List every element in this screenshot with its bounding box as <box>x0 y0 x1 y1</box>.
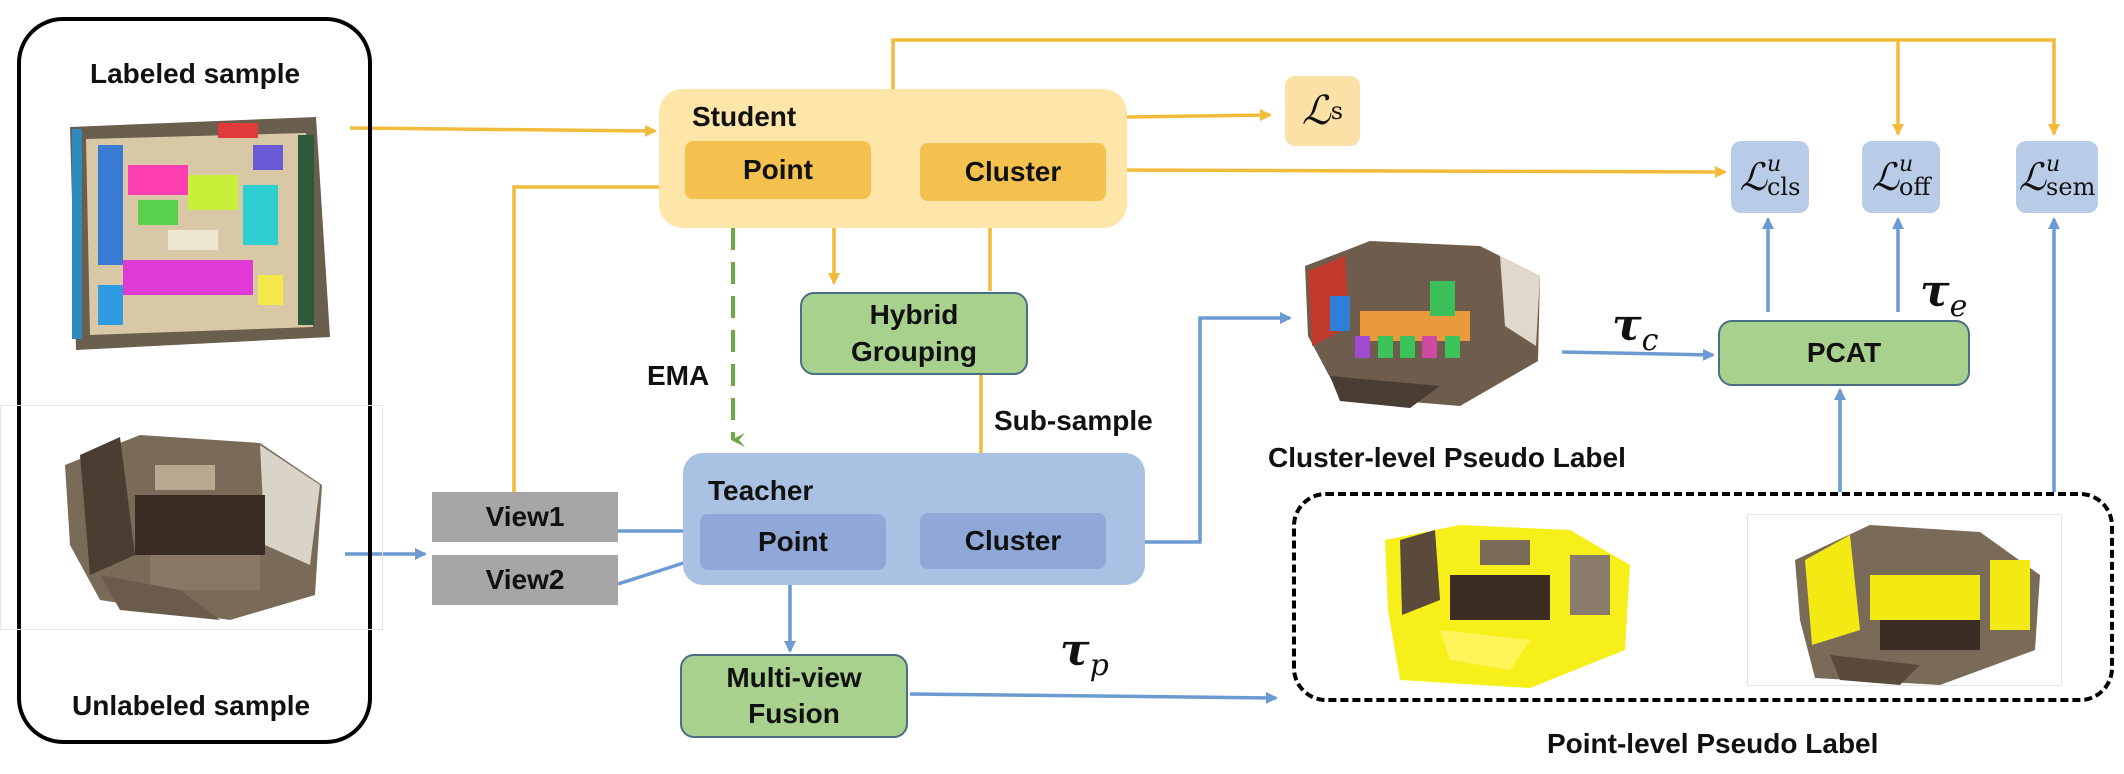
unlabeled-sample-frame <box>0 405 383 630</box>
sub-sample-label: Sub-sample <box>994 405 1153 436</box>
cluster-level-label-text: Cluster-level Pseudo Label <box>1268 442 1626 473</box>
loss-sem-symbol: ℒ <box>2018 155 2047 199</box>
student-title: Student <box>692 101 797 132</box>
loss-off-symbol: ℒ <box>1871 155 1899 199</box>
loss-off-sup: u <box>1898 152 1914 178</box>
multiview-fusion-line2: Fusion <box>748 698 840 729</box>
arrow-cluster-label-to-pcat <box>1561 348 1715 361</box>
teacher-title: Teacher <box>708 475 814 506</box>
ema-label: EMA <box>647 360 710 391</box>
hybrid-grouping-line1: Hybrid <box>869 299 959 331</box>
loss-s-symbol: ℒ <box>1301 88 1331 134</box>
multiview-fusion-box: Multi-view Fusion <box>680 654 908 738</box>
tau-e: τe <box>1920 266 1967 324</box>
loss-sem-sub: sem <box>2046 173 2096 202</box>
sample-panel <box>17 17 372 744</box>
tau-c-sub: c <box>1641 322 1659 358</box>
loss-off-sub: off <box>1898 173 1931 202</box>
arrow-cluster-to-loss-cls <box>1106 165 1727 178</box>
tau-p-sub: p <box>1089 647 1109 683</box>
student-point-module: Point <box>685 141 871 199</box>
point-level-label-panel <box>1292 492 2114 702</box>
arrow-cluster-to-cluster-label <box>1108 312 1292 544</box>
student-cluster-module: Cluster <box>920 143 1106 201</box>
teacher-point-module: Point <box>700 514 886 570</box>
tau-c-symbol: τ <box>1612 300 1642 351</box>
cluster-level-label-image <box>1300 236 1550 411</box>
arrow-student-to-loss-s <box>1126 109 1272 122</box>
loss-sem-sup: u <box>2046 152 2061 178</box>
loss-cls-symbol: ℒ <box>1739 155 1767 199</box>
view1-box: View1 <box>432 492 618 542</box>
arrow-view1-to-student <box>512 181 679 497</box>
arrow-labeled-to-student <box>349 124 657 137</box>
tau-p-symbol: τ <box>1060 625 1090 676</box>
loss-cls-sup: u <box>1766 152 1782 178</box>
labeled-sample-label: Labeled sample <box>90 58 301 89</box>
arrow-fusion-to-point-label <box>909 691 1278 704</box>
teacher-cluster-module: Cluster <box>920 513 1106 569</box>
loss-s-sub: s <box>1330 97 1344 125</box>
point-level-image-frame <box>1747 514 2062 686</box>
labeled-sample-image <box>58 105 333 355</box>
tau-c: τc <box>1612 300 1658 358</box>
view2-box: View2 <box>432 555 618 605</box>
point-level-label-image-1 <box>1380 520 1635 690</box>
point-level-label-text: Point-level Pseudo Label <box>1547 728 1879 759</box>
pcat-box: PCAT <box>1718 320 1970 386</box>
tau-e-sub: e <box>1949 288 1968 324</box>
hybrid-grouping-line2: Grouping <box>851 335 977 367</box>
tau-p: τp <box>1060 625 1109 683</box>
tau-e-symbol: τ <box>1920 266 1950 317</box>
hybrid-grouping-box: Hybrid Grouping <box>800 292 1028 375</box>
unlabeled-sample-label: Unlabeled sample <box>72 690 311 721</box>
loss-cls-sub: cls <box>1766 173 1801 202</box>
multiview-fusion-line1: Multi-view <box>726 661 862 693</box>
point-level-label-image-2 <box>1790 520 2045 690</box>
unlabeled-sample-image <box>60 425 330 625</box>
